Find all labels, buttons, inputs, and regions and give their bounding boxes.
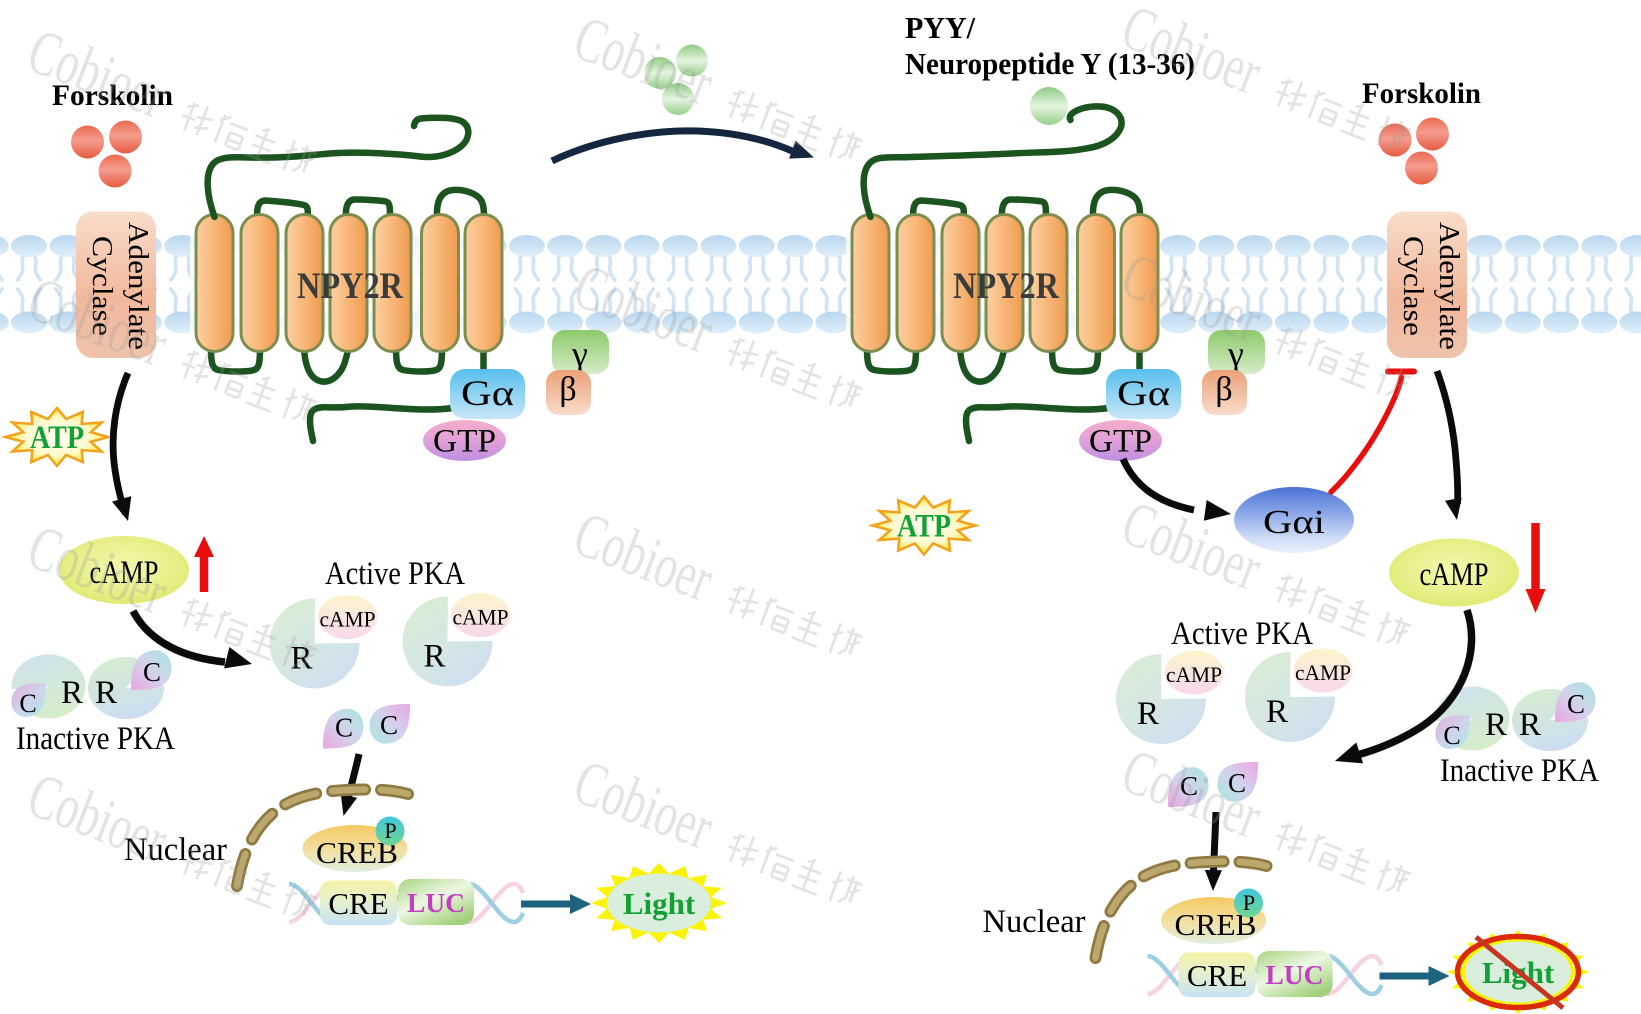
svg-text:AdenylateCyclase: AdenylateCyclase — [1397, 222, 1465, 350]
svg-text:Gαi: Gαi — [1263, 504, 1325, 541]
svg-text:C: C — [335, 713, 353, 743]
svg-text:cAMP: cAMP — [1420, 557, 1489, 593]
svg-text:Light: Light — [623, 886, 696, 921]
svg-text:Active PKA: Active PKA — [325, 556, 465, 592]
svg-text:C: C — [380, 710, 398, 740]
svg-text:ATP: ATP — [897, 509, 951, 545]
svg-text:ATP: ATP — [30, 420, 84, 456]
svg-text:Active PKA: Active PKA — [1171, 616, 1313, 652]
svg-text:PYY/: PYY/ — [905, 10, 975, 45]
svg-text:Forskolin: Forskolin — [1362, 77, 1481, 110]
